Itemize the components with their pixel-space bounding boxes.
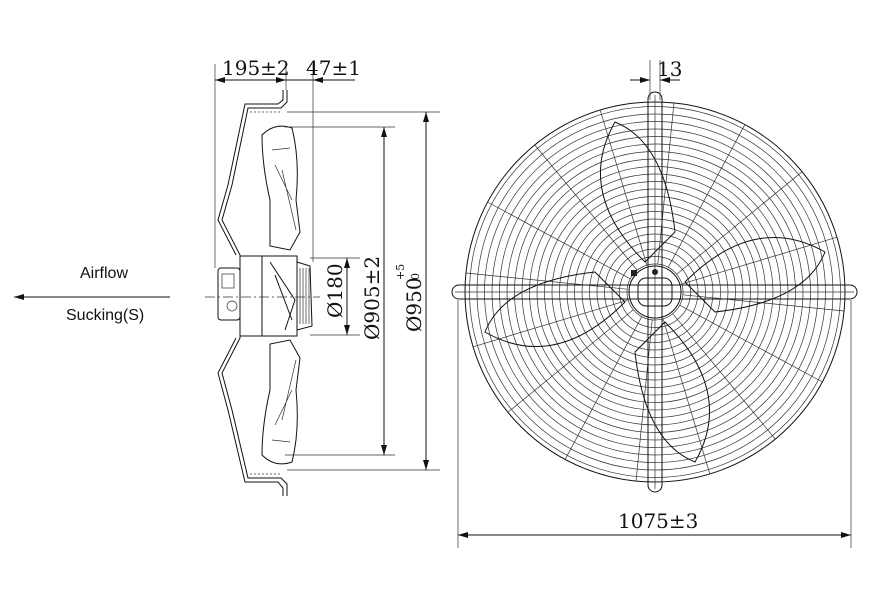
grille-spoke	[534, 144, 638, 271]
ring-tolerance-upper: +5	[394, 264, 407, 280]
rotation-marker-icon	[652, 269, 658, 275]
label-plate-icon	[631, 270, 637, 276]
grille-spoke	[657, 102, 675, 265]
fan-blade	[484, 271, 626, 347]
depth-offset-dimension: 47±1	[306, 56, 361, 80]
grille-spoke	[676, 171, 803, 275]
grille-spoke	[472, 299, 629, 348]
hub-diameter-dimension: Ø180	[323, 263, 347, 318]
grille-spoke	[487, 201, 631, 280]
grille-spoke	[672, 313, 776, 440]
bar-width-dimension: 13	[657, 57, 682, 81]
grille-spoke	[564, 316, 643, 460]
front-dimensions: 13 1075±3	[457, 57, 852, 548]
airflow-label: Airflow	[80, 265, 128, 282]
grille-spoke	[635, 319, 653, 482]
grille-spoke	[662, 318, 711, 475]
grille-spoke	[681, 236, 838, 285]
side-dimensions: 195±2 47±1 Ø180 Ø905±2 Ø950 +5 0	[214, 56, 440, 471]
fan-blade	[684, 237, 826, 313]
overall-width-dimension: 1075±3	[618, 509, 698, 533]
horizontal-support-bar	[451, 284, 858, 300]
front-view	[451, 91, 858, 493]
grille-spoke	[599, 109, 648, 266]
grille-spoke	[682, 294, 845, 312]
grille-spoke	[679, 304, 823, 383]
blade-diameter-dimension: Ø905±2	[360, 256, 384, 340]
grille-spoke	[507, 309, 634, 413]
motor-cap	[637, 277, 673, 307]
ring-diameter-dimension: Ø950	[402, 277, 426, 332]
airflow-indicator: Airflow Sucking(S)	[14, 265, 170, 324]
motor-hub	[628, 265, 682, 319]
grille-spoke	[465, 272, 628, 290]
depth-total-dimension: 195±2	[222, 56, 290, 80]
fan-blade	[634, 321, 710, 463]
side-view	[205, 90, 320, 496]
grille-spoke	[667, 124, 746, 268]
ring-tolerance-lower: 0	[409, 273, 422, 280]
sucking-label: Sucking(S)	[66, 307, 144, 324]
fan-blade	[600, 121, 676, 263]
